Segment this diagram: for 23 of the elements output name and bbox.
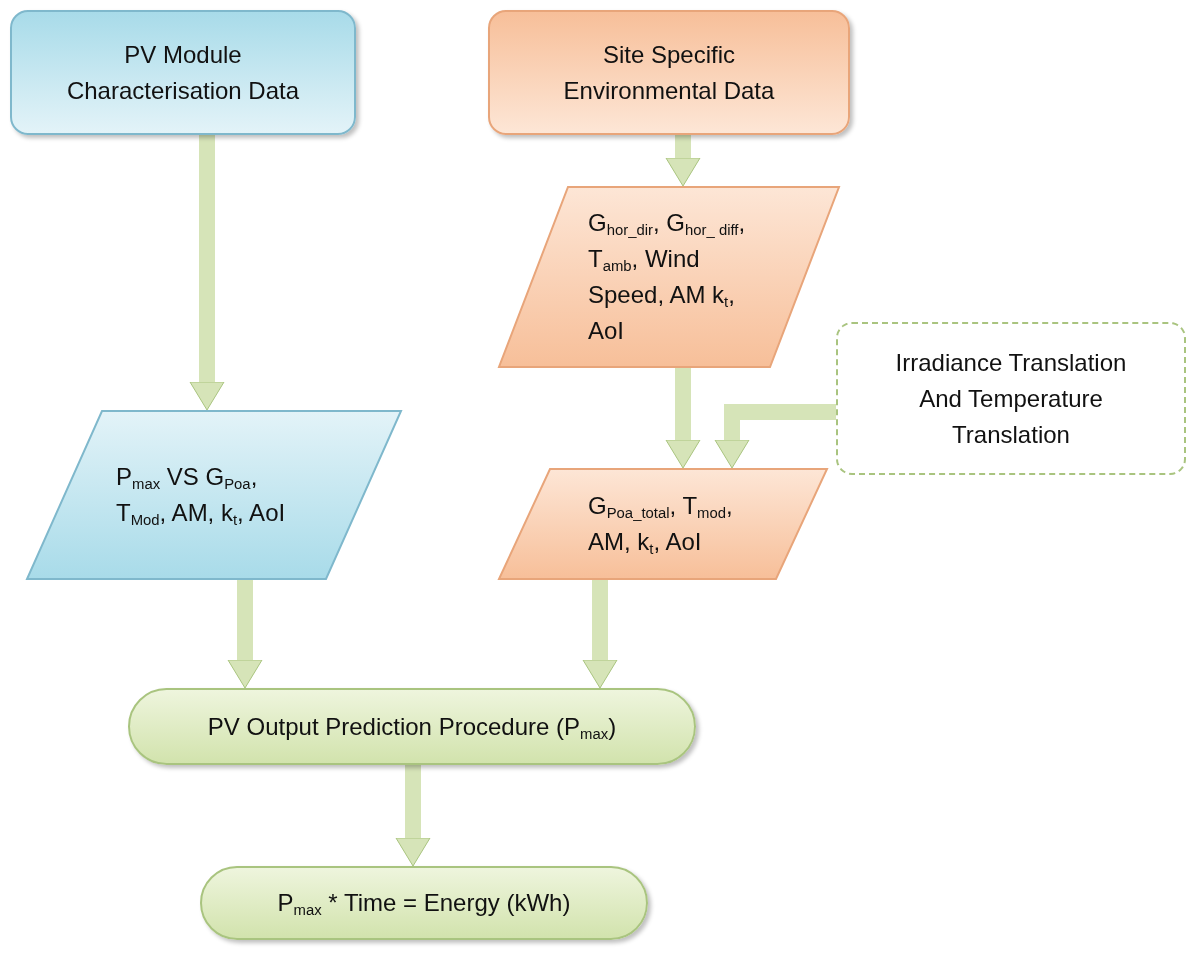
node-text: G$_{hor_dir}$, G$_{hor_ diff}$, T$_{amb}$, Wind Speed, AM k$_{t}$, AoI: [588, 208, 747, 346]
block-arrow: [665, 135, 701, 187]
node-text: P$_{max}$ * Time = Energy (kWh): [277, 888, 571, 920]
block-arrow: [189, 135, 225, 411]
data-box: [10, 10, 356, 135]
node-text: PV Module Characterisation Data: [65, 39, 301, 106]
node-text: P$_{max}$ VS G$_{Poa}$, T$_{Mod}$, AM, k$_{t}$, AoI: [116, 462, 287, 530]
terminal-pill: [128, 688, 696, 765]
data-box: [488, 10, 850, 135]
process-box: [836, 322, 1186, 475]
block-arrow: [665, 368, 701, 469]
data-parallelogram: [26, 410, 402, 580]
block-arrow: [395, 765, 431, 867]
data-parallelogram: [498, 186, 840, 368]
node-text: Irradiance Translation And Temperature Translation: [894, 347, 1128, 450]
node-text: G$_{Poa_total}$, T$_{mod}$, AM, k$_{t}$, AoI: [588, 491, 734, 559]
block-arrow: [714, 404, 836, 469]
block-arrow: [227, 580, 263, 689]
node-text: Site Specific Environmental Data: [562, 39, 776, 106]
node-text: PV Output Prediction Procedure (P$_{max}$): [207, 711, 617, 744]
terminal-pill: [200, 866, 648, 940]
data-parallelogram: [498, 468, 828, 580]
block-arrow: [582, 580, 618, 689]
